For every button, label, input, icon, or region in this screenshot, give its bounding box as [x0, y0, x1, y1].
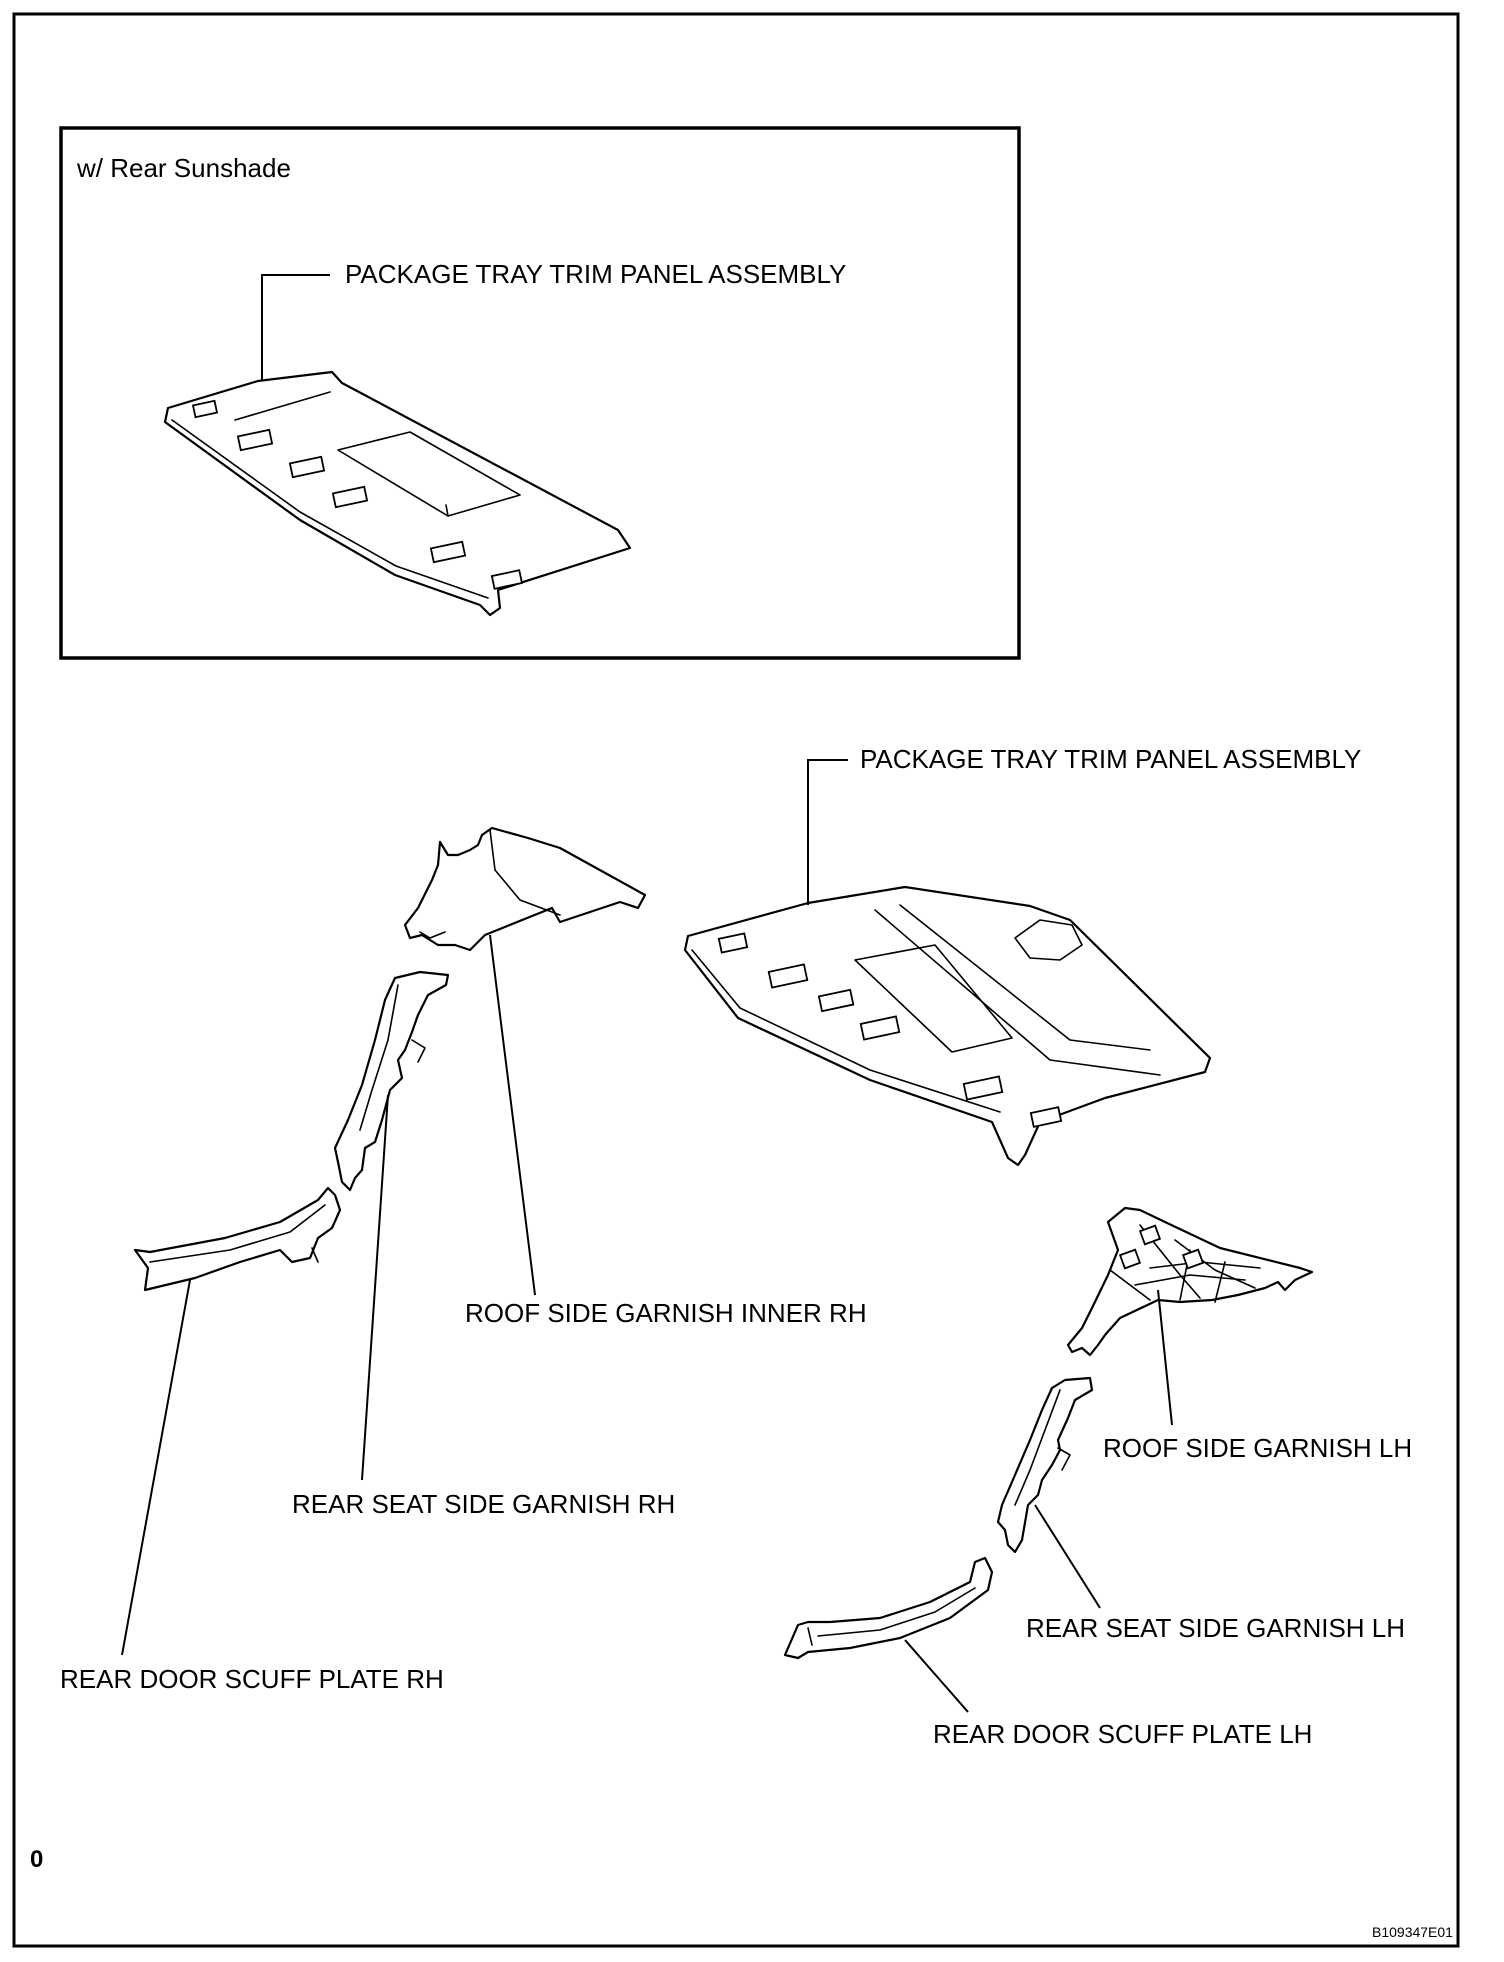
roof-side-garnish-lh-label: ROOF SIDE GARNISH LH [1103, 1433, 1412, 1463]
rear-seat-side-garnish-rh-drawing [333, 970, 450, 1481]
inset-package-tray-label: PACKAGE TRAY TRIM PANEL ASSEMBLY [345, 259, 846, 289]
rear-seat-side-garnish-rh-label: REAR SEAT SIDE GARNISH RH [292, 1489, 675, 1519]
inset-box: w/ Rear Sunshade PACKAGE TRAY TRIM PANEL… [59, 126, 1021, 660]
roof-side-garnish-inner-rh-label: ROOF SIDE GARNISH INNER RH [465, 1298, 867, 1328]
figure-code: B109347E01 [1372, 1924, 1453, 1940]
rear-door-scuff-plate-lh-label: REAR DOOR SCUFF PLATE LH [933, 1719, 1312, 1749]
rear-seat-side-garnish-lh-drawing [996, 1376, 1101, 1609]
rear-seat-side-garnish-lh-label: REAR SEAT SIDE GARNISH LH [1026, 1613, 1405, 1643]
inset-title: w/ Rear Sunshade [76, 153, 291, 183]
roof-side-garnish-inner-rh-drawing [403, 826, 647, 1296]
inset-package-tray-drawing [163, 370, 632, 617]
roof-side-garnish-lh-drawing [1066, 1206, 1314, 1426]
rear-door-scuff-plate-rh-drawing [121, 1186, 342, 1656]
corner-mark: 0 [30, 1846, 43, 1873]
package-tray-drawing [683, 759, 1212, 1167]
page-frame [12, 12, 1460, 1948]
rear-door-scuff-plate-lh-drawing [783, 1556, 994, 1713]
package-tray-label: PACKAGE TRAY TRIM PANEL ASSEMBLY [860, 744, 1361, 774]
rear-door-scuff-plate-rh-label: REAR DOOR SCUFF PLATE RH [60, 1664, 444, 1694]
